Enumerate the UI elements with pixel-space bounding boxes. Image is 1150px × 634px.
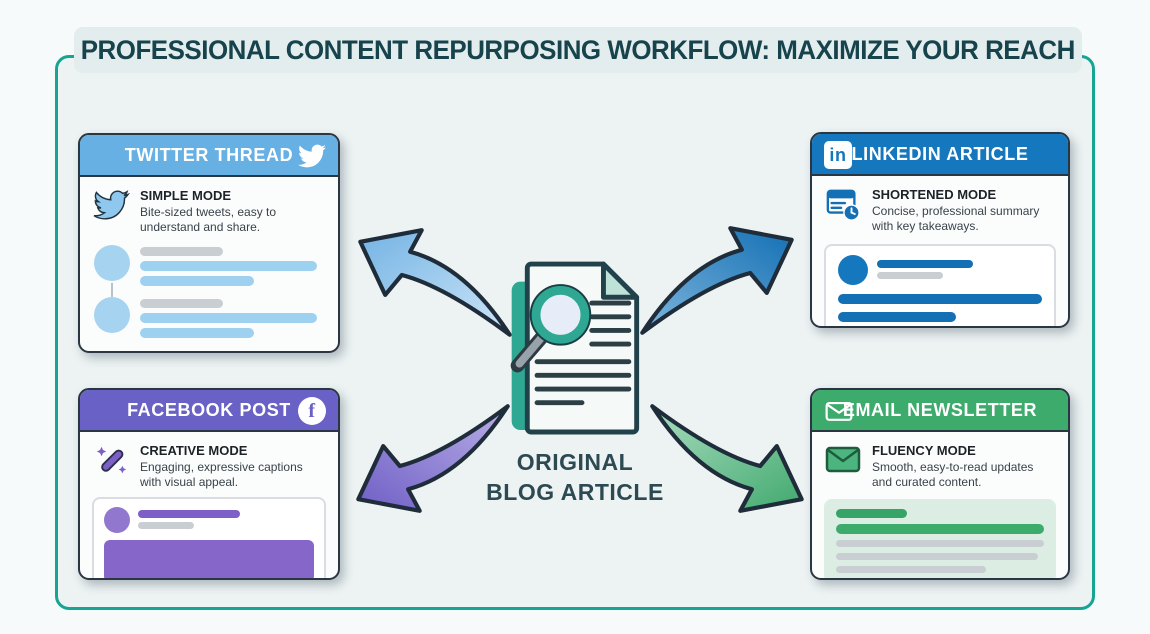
- arrow-to-facebook-icon: [356, 404, 510, 513]
- twitter-card-body: SIMPLE MODE Bite-sized tweets, easy to u…: [80, 177, 338, 338]
- email-mode-title: FLUENCY MODE: [872, 443, 976, 458]
- facebook-card-title: FACEBOOK POST: [127, 399, 291, 420]
- tweet-item: [94, 244, 324, 286]
- post-image-placeholder: [104, 539, 314, 578]
- placeholder-bar: [138, 510, 241, 519]
- page-title-banner: PROFESSIONAL CONTENT REPURPOSING WORKFLO…: [74, 27, 1082, 73]
- twitter-card-header: TWITTER THREAD: [80, 135, 338, 177]
- twitter-bird-icon: [298, 144, 326, 168]
- email-card-header: EMAIL NEWSLETTER: [812, 390, 1068, 432]
- placeholder-bar: [836, 508, 907, 518]
- avatar: [94, 244, 130, 281]
- placeholder-bar: [138, 522, 195, 530]
- placeholder-bar: [838, 311, 957, 322]
- avatar: [94, 296, 130, 333]
- twitter-mode-row: SIMPLE MODE Bite-sized tweets, easy to u…: [80, 177, 338, 243]
- linkedin-logo-icon: in: [824, 141, 852, 169]
- center-label-line2: BLOG ARTICLE: [486, 478, 664, 505]
- facebook-logo-icon: f: [298, 397, 326, 425]
- arrow-to-linkedin-icon: [640, 226, 794, 335]
- twitter-bird-icon: [93, 190, 130, 220]
- linkedin-card-header: in LINKEDIN ARTICLE: [812, 134, 1068, 176]
- email-newsletter-card: EMAIL NEWSLETTER FLUENCY MODE Smooth, ea…: [810, 388, 1070, 580]
- placeholder-bar: [140, 298, 223, 308]
- linkedin-mode-desc: Concise, professional summary with key t…: [872, 204, 1040, 234]
- arrow-to-email-icon: [650, 404, 804, 513]
- placeholder-bar: [836, 552, 1038, 560]
- placeholder-bar: [140, 260, 317, 271]
- twitter-mode-desc: Bite-sized tweets, easy to understand an…: [140, 205, 277, 235]
- linkedin-card-body: SHORTENED MODE Concise, professional sum…: [812, 176, 1068, 326]
- avatar: [838, 254, 868, 285]
- avatar: [104, 506, 130, 533]
- facebook-mode-row: CREATIVE MODE Engaging, expressive capti…: [80, 432, 338, 497]
- envelope-icon: [825, 401, 853, 421]
- placeholder-bar: [877, 260, 973, 269]
- facebook-mode-title: CREATIVE MODE: [140, 443, 248, 458]
- placeholder-bar: [836, 539, 1044, 547]
- twitter-card-title: TWITTER THREAD: [124, 144, 294, 165]
- linkedin-mode-title: SHORTENED MODE: [872, 187, 997, 202]
- twitter-mode-title: SIMPLE MODE: [140, 188, 232, 203]
- placeholder-bar: [140, 275, 255, 286]
- facebook-post-card: FACEBOOK POST f CREATIVE MODE Engaging, …: [78, 388, 340, 580]
- placeholder-bar: [877, 272, 943, 280]
- envelope-icon: [825, 446, 861, 473]
- email-mode-row: FLUENCY MODE Smooth, easy-to-read update…: [812, 432, 1068, 499]
- facebook-logo-text: f: [308, 399, 316, 422]
- center-label: ORIGINAL BLOG ARTICLE: [455, 448, 695, 508]
- email-mode-desc: Smooth, easy-to-read updates and curated…: [872, 460, 1034, 490]
- placeholder-bar: [836, 565, 986, 573]
- linkedin-mode-row: SHORTENED MODE Concise, professional sum…: [812, 176, 1068, 242]
- center-label-line1: ORIGINAL: [516, 449, 634, 475]
- facebook-post-preview: [92, 496, 326, 578]
- placeholder-bar: [838, 293, 1042, 304]
- email-card-title: EMAIL NEWSLETTER: [842, 399, 1038, 420]
- placeholder-bar: [140, 312, 317, 323]
- page-title: PROFESSIONAL CONTENT REPURPOSING WORKFLO…: [80, 34, 1076, 65]
- facebook-card-header: FACEBOOK POST f: [80, 390, 338, 432]
- placeholder-bar: [140, 246, 223, 256]
- thread-connector-line: [111, 282, 113, 297]
- placeholder-bar: [836, 523, 1044, 534]
- tweet-thread-preview: [80, 243, 338, 338]
- linkedin-logo-text: in: [829, 144, 847, 165]
- arrow-to-twitter-icon: [358, 228, 512, 337]
- twitter-thread-card: TWITTER THREAD SIMPLE MODE Bite-sized tw…: [78, 133, 340, 353]
- email-card-body: FLUENCY MODE Smooth, easy-to-read update…: [812, 432, 1068, 578]
- linkedin-card-title: LINKEDIN ARTICLE: [851, 143, 1029, 164]
- linkedin-article-card: in LINKEDIN ARTICLE SHORTENED MODE Conci…: [810, 132, 1070, 328]
- email-newsletter-preview: [824, 498, 1056, 578]
- facebook-mode-desc: Engaging, expressive captions with visua…: [140, 460, 303, 490]
- tweet-item: [94, 296, 324, 338]
- linkedin-post-preview: [824, 243, 1056, 326]
- facebook-card-body: CREATIVE MODE Engaging, expressive capti…: [80, 432, 338, 578]
- document-clock-icon: [826, 189, 860, 221]
- magic-wand-icon: [96, 446, 127, 474]
- blog-article-magnifier-icon: [510, 261, 640, 435]
- placeholder-bar: [140, 327, 255, 338]
